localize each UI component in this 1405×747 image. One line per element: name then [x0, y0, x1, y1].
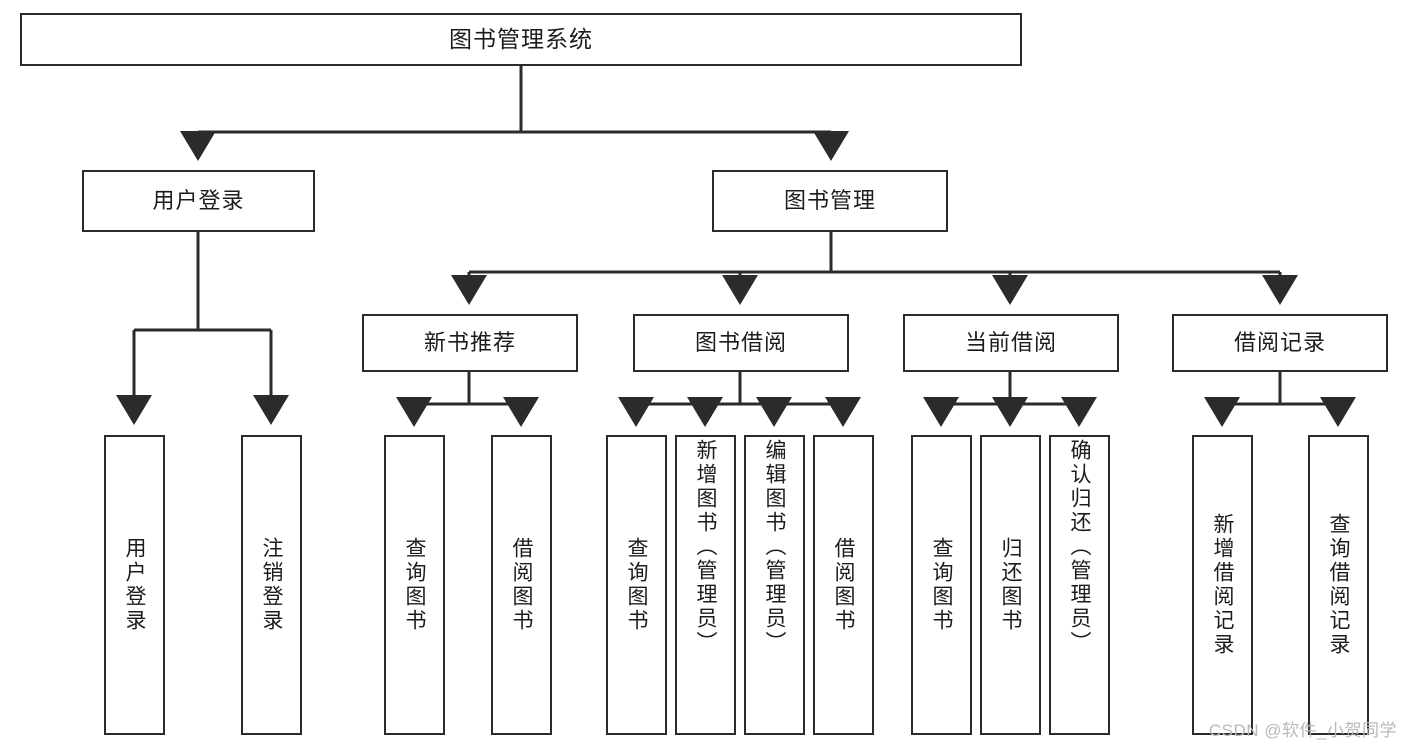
node-leaf-edit-book[interactable]: 编辑图书（管理员） — [744, 435, 805, 735]
node-leaf-logout[interactable]: 注销登录 — [241, 435, 302, 735]
node-leaf-borrow-book-2-label: 借阅图书 — [832, 537, 855, 633]
node-leaf-return-book-label: 归还图书 — [999, 537, 1022, 633]
node-root-label: 图书管理系统 — [449, 25, 593, 52]
node-leaf-query-book-2-label: 查询图书 — [625, 537, 648, 633]
node-book-borrow[interactable]: 图书借阅 — [633, 314, 849, 372]
node-leaf-query-book-1-label: 查询图书 — [403, 537, 426, 633]
node-borrow-record-label: 借阅记录 — [1233, 329, 1326, 355]
node-root[interactable]: 图书管理系统 — [20, 13, 1022, 66]
node-user-login-label: 用户登录 — [152, 187, 245, 213]
node-leaf-logout-label: 注销登录 — [260, 537, 283, 633]
node-new-book-recommend[interactable]: 新书推荐 — [362, 314, 578, 372]
node-leaf-add-record[interactable]: 新增借阅记录 — [1192, 435, 1253, 735]
node-book-manage-label: 图书管理 — [783, 187, 876, 213]
node-leaf-query-book-2[interactable]: 查询图书 — [606, 435, 667, 735]
node-leaf-query-book-3-label: 查询图书 — [930, 537, 953, 633]
node-leaf-confirm-return-label: 确认归还（管理员） — [1068, 439, 1091, 655]
node-leaf-user-login-label: 用户登录 — [123, 537, 146, 633]
csdn-watermark: CSDN @软件_小贺同学 — [1208, 721, 1397, 740]
node-new-book-recommend-label: 新书推荐 — [423, 329, 516, 355]
node-leaf-query-book-1[interactable]: 查询图书 — [384, 435, 445, 735]
node-leaf-return-book[interactable]: 归还图书 — [980, 435, 1041, 735]
node-current-borrow-label: 当前借阅 — [964, 329, 1057, 355]
node-leaf-edit-book-label: 编辑图书（管理员） — [763, 439, 786, 655]
node-leaf-add-book[interactable]: 新增图书（管理员） — [675, 435, 736, 735]
node-borrow-record[interactable]: 借阅记录 — [1172, 314, 1388, 372]
node-leaf-borrow-book-2[interactable]: 借阅图书 — [813, 435, 874, 735]
node-current-borrow[interactable]: 当前借阅 — [903, 314, 1119, 372]
node-leaf-query-record[interactable]: 查询借阅记录 — [1308, 435, 1369, 735]
node-leaf-user-login[interactable]: 用户登录 — [104, 435, 165, 735]
node-book-borrow-label: 图书借阅 — [694, 329, 787, 355]
node-leaf-add-record-label: 新增借阅记录 — [1211, 513, 1234, 657]
node-leaf-add-book-label: 新增图书（管理员） — [694, 439, 717, 655]
node-user-login[interactable]: 用户登录 — [82, 170, 315, 232]
node-book-manage[interactable]: 图书管理 — [712, 170, 948, 232]
node-leaf-query-book-3[interactable]: 查询图书 — [911, 435, 972, 735]
node-leaf-borrow-book-1-label: 借阅图书 — [510, 537, 533, 633]
node-leaf-confirm-return[interactable]: 确认归还（管理员） — [1049, 435, 1110, 735]
node-leaf-borrow-book-1[interactable]: 借阅图书 — [491, 435, 552, 735]
node-leaf-query-record-label: 查询借阅记录 — [1327, 513, 1350, 657]
